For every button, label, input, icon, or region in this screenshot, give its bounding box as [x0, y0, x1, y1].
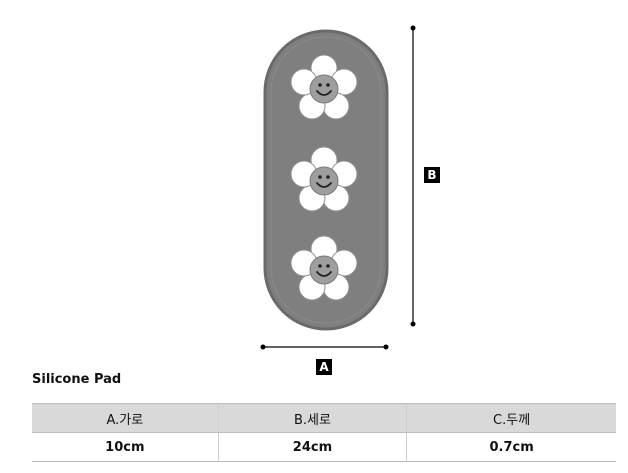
smiley-face-icon	[309, 74, 339, 104]
flower-icon-2	[290, 146, 358, 212]
dimension-line-a	[260, 344, 389, 350]
dimension-label-a: A	[316, 359, 332, 375]
pad-inner-rim	[270, 36, 382, 324]
pad-illustration	[260, 25, 416, 350]
flower-icon-3	[290, 235, 358, 301]
table-row: 10cm 24cm 0.7cm	[32, 432, 616, 462]
spec-table: A.가로 B.세로 C.두께 10cm 24cm 0.7cm	[32, 403, 616, 462]
flower-icon-1	[290, 54, 358, 120]
value-thickness: 0.7cm	[406, 432, 616, 462]
header-width: A.가로	[32, 403, 219, 433]
header-thickness: C.두께	[406, 403, 616, 433]
smiley-face-icon	[309, 166, 339, 196]
spec-table-header-row: A.가로 B.세로 C.두께	[32, 403, 616, 433]
value-width: 10cm	[32, 432, 219, 462]
smiley-face-icon	[309, 255, 339, 285]
product-figure: A B	[260, 25, 440, 375]
product-caption: Silicone Pad	[32, 372, 122, 387]
header-height: B.세로	[217, 403, 407, 433]
dimension-line-b	[410, 25, 416, 327]
dimension-label-b: B	[424, 167, 440, 183]
value-height: 24cm	[217, 432, 407, 462]
